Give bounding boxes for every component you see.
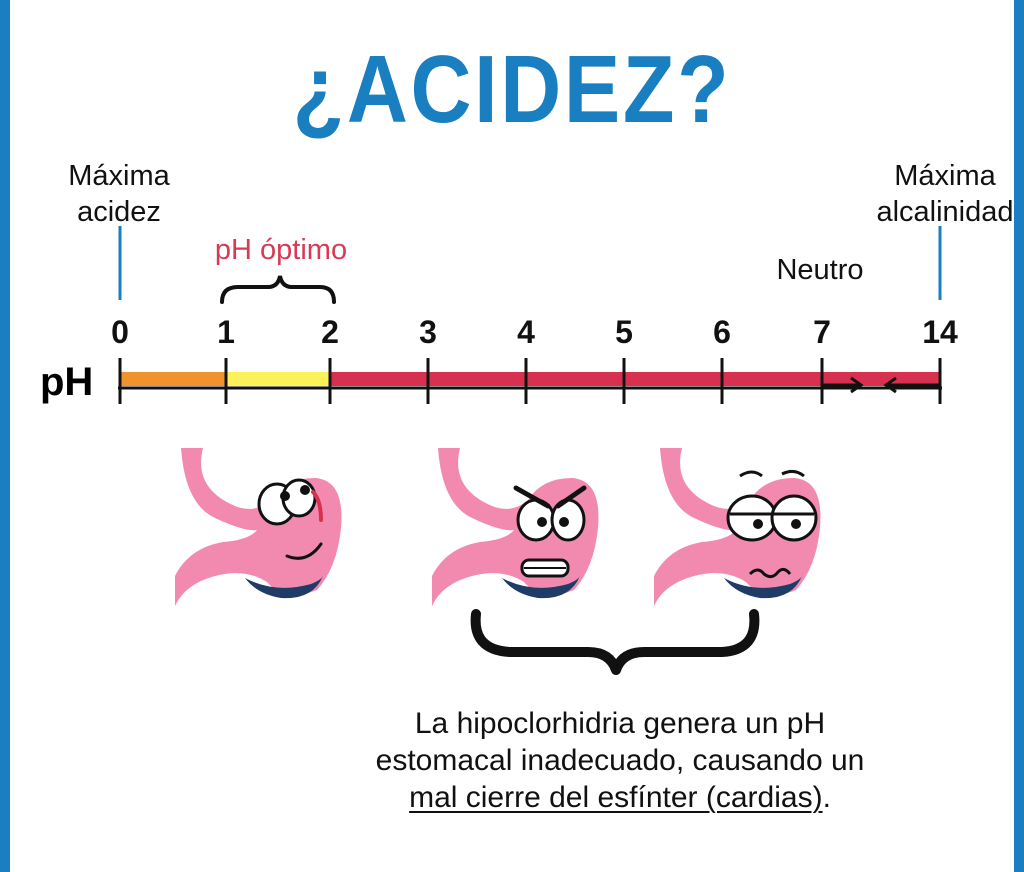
note-suffix: . xyxy=(822,781,831,814)
tick-label-14: 14 xyxy=(922,314,958,350)
max-acidity-line-2: acidez xyxy=(77,196,161,228)
optimal-range-brace xyxy=(220,275,336,304)
bar-segment-yellow xyxy=(226,372,330,386)
bar-segment-red xyxy=(330,372,940,386)
angry-stomach xyxy=(432,448,599,606)
tick-label-7: 7 xyxy=(813,314,831,350)
neutral-right-arrow xyxy=(822,376,864,394)
note-line-3: mal cierre del esfínter (cardias). xyxy=(350,779,890,816)
max-acidity-label: Máxima acidez xyxy=(54,158,184,230)
tick-labels: 0 1 2 3 4 5 6 7 14 xyxy=(111,314,958,350)
max-alkalinity-label: Máxima alcalinidad xyxy=(860,158,1024,230)
ph-axis-label: pH xyxy=(40,360,94,404)
neutral-left-arrow xyxy=(883,376,940,394)
bar-segment-orange xyxy=(120,372,226,386)
neutral-label: Neutro xyxy=(776,254,864,286)
optimal-ph-label: pH óptimo xyxy=(214,234,348,266)
max-acidity-line-1: Máxima xyxy=(68,160,170,192)
tick-label-4: 4 xyxy=(517,314,535,350)
max-alkalinity-line-2: alcalinidad xyxy=(876,196,1014,228)
note-line-1: La hipoclorhidria genera un pH xyxy=(414,707,826,740)
ph-scale-diagram: 0 1 2 3 4 5 6 7 14 xyxy=(111,226,958,675)
tick-label-3: 3 xyxy=(419,314,437,350)
note-underlined-text: mal cierre del esfínter (cardias) xyxy=(409,781,823,814)
page-title: ¿ACIDEZ? xyxy=(292,36,732,143)
tick-marks xyxy=(118,358,942,404)
hypochlorhydria-note: La hipoclorhidria genera un pH estomacal… xyxy=(350,705,890,816)
tick-label-5: 5 xyxy=(615,314,633,350)
hypochlorhydria-brace xyxy=(470,609,760,675)
tick-label-2: 2 xyxy=(321,314,339,350)
max-alkalinity-line-1: Máxima xyxy=(894,160,996,192)
note-line-2: estomacal inadecuado, causando un xyxy=(375,744,865,777)
tick-label-0: 0 xyxy=(111,314,129,350)
tired-stomach xyxy=(654,448,821,606)
tick-label-6: 6 xyxy=(713,314,731,350)
tick-label-1: 1 xyxy=(217,314,235,350)
happy-stomach xyxy=(175,448,342,606)
